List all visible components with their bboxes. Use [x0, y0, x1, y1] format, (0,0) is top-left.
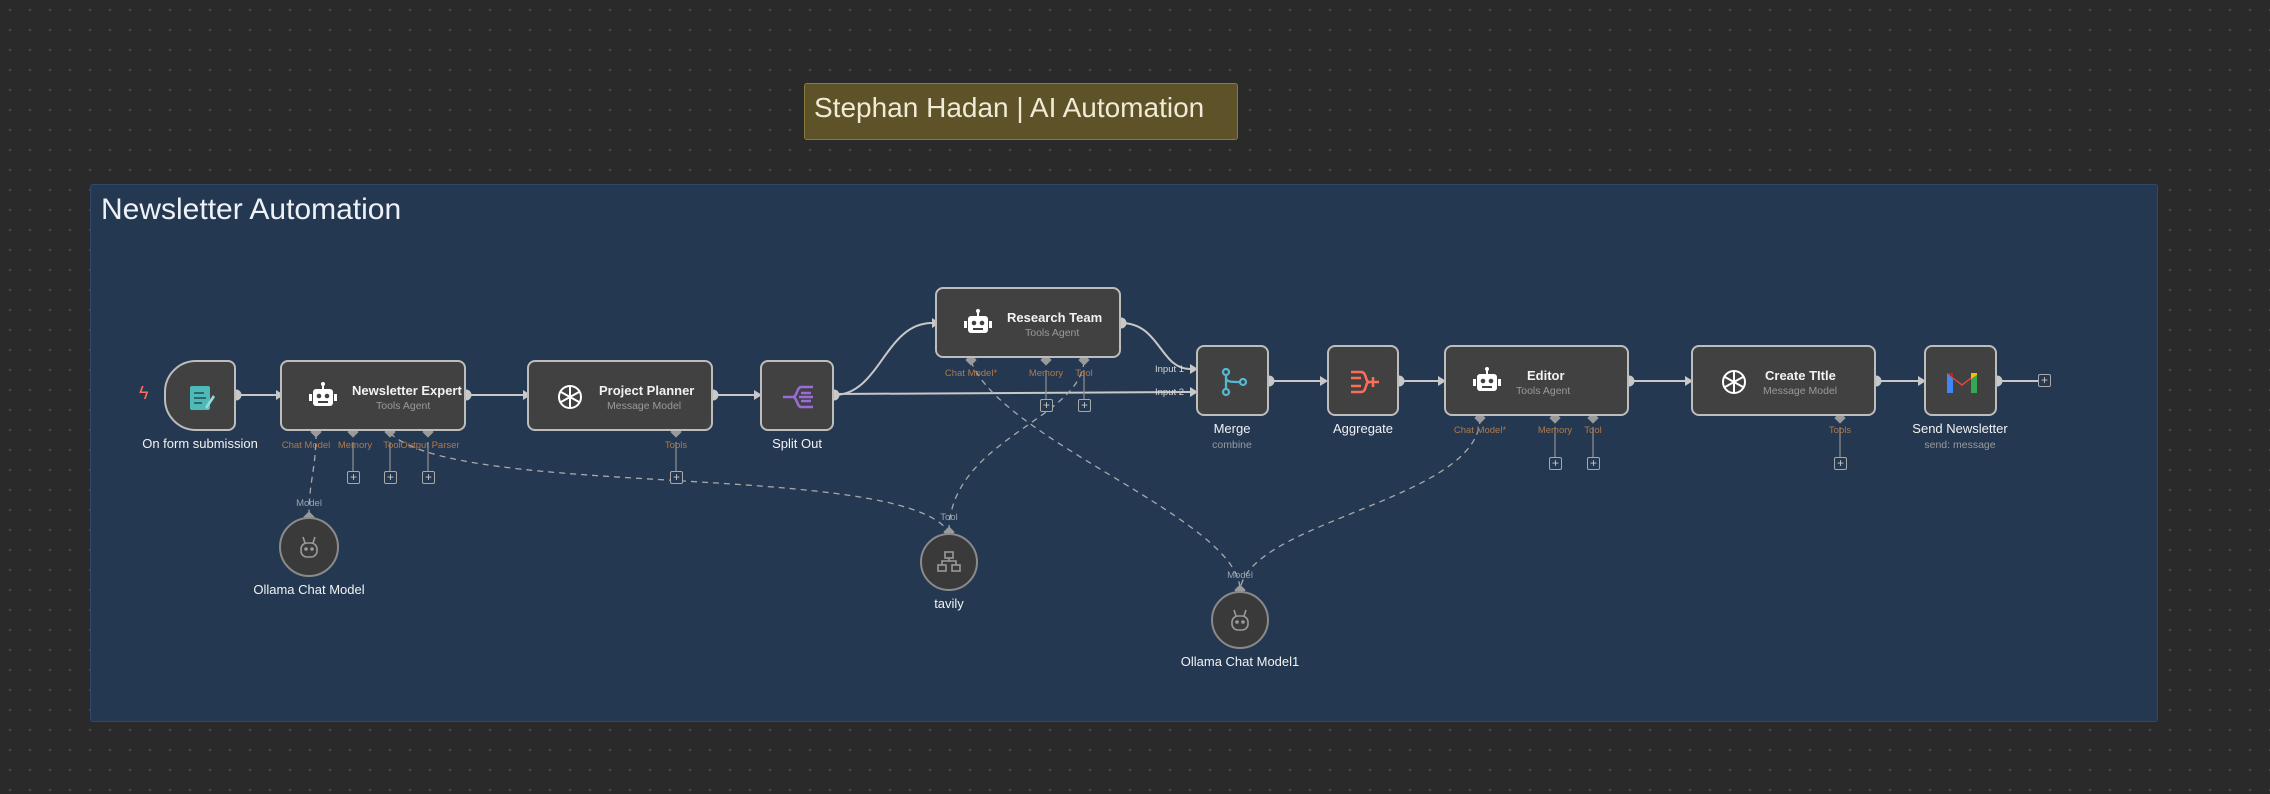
- node-subtitle: Tools Agent: [376, 400, 431, 412]
- group-title: Newsletter Automation: [101, 193, 402, 226]
- node-aggregate[interactable]: [1327, 345, 1399, 416]
- edge-tavily-expert: [389, 432, 950, 533]
- sticky-note-title: Stephan Hadan | AI Automation: [814, 92, 1205, 123]
- port-tools: Tools: [1828, 425, 1852, 436]
- port-model: Model: [296, 498, 322, 509]
- robot-icon: [306, 380, 340, 414]
- node-name: Newsletter Expert: [352, 383, 462, 398]
- port-tool: Tool: [383, 440, 401, 451]
- node-send-newsletter[interactable]: [1924, 345, 1997, 416]
- node-on-form-submission[interactable]: [164, 360, 236, 431]
- edge-split-research: [833, 322, 933, 396]
- port-memory: Memory: [337, 440, 373, 451]
- label-aggregate: Aggregate: [1333, 421, 1393, 436]
- node-split-out[interactable]: [760, 360, 834, 431]
- node-tavily[interactable]: [920, 533, 978, 591]
- add-tool-button[interactable]: +: [1078, 399, 1091, 412]
- port-tool-input: Tool: [940, 512, 958, 523]
- label-tavily: tavily: [934, 596, 964, 611]
- port-tool: Tool: [1075, 368, 1093, 379]
- gmail-icon: [1943, 365, 1981, 399]
- port-chat-model: Chat Model: [281, 440, 331, 451]
- port-memory: Memory: [1537, 425, 1573, 436]
- port-tool: Tool: [1584, 425, 1602, 436]
- node-ollama-chat-model[interactable]: [279, 517, 339, 577]
- port-chat-model: Chat Model*: [944, 368, 998, 379]
- node-merge[interactable]: [1196, 345, 1269, 416]
- node-subtitle: Message Model: [1763, 385, 1838, 397]
- tool-icon: [935, 548, 963, 576]
- node-project-planner[interactable]: Project Planner Message Model: [527, 360, 713, 431]
- edge-research-merge: [1120, 322, 1191, 370]
- node-newsletter-expert[interactable]: Newsletter Expert Tools Agent: [280, 360, 466, 431]
- add-tools-button[interactable]: +: [670, 471, 683, 484]
- add-memory-button[interactable]: +: [347, 471, 360, 484]
- robot-icon: [1470, 365, 1504, 399]
- openai-icon: [1717, 365, 1751, 399]
- label-send-newsletter: Send Newsletter send: message: [1912, 421, 2008, 451]
- node-name: Project Planner: [599, 383, 695, 398]
- edge-tavily-research: [948, 360, 1085, 533]
- group-frame[interactable]: Newsletter Automation: [90, 184, 2158, 722]
- trigger-bolt-icon: ϟ: [139, 383, 149, 403]
- add-memory-button[interactable]: +: [1549, 457, 1562, 470]
- node-ollama-chat-model1[interactable]: [1211, 591, 1269, 649]
- ollama-icon: [295, 533, 323, 561]
- node-subtitle: Message Model: [607, 400, 682, 412]
- add-tool-button[interactable]: +: [384, 471, 397, 484]
- node-editor[interactable]: Editor Tools Agent: [1444, 345, 1629, 416]
- robot-icon: [961, 307, 995, 341]
- add-memory-button[interactable]: +: [1040, 399, 1053, 412]
- node-name: Editor: [1527, 368, 1565, 383]
- merge-icon: [1216, 364, 1252, 400]
- ollama-icon: [1226, 606, 1254, 634]
- label-on-form-submission: On form submission: [142, 436, 258, 451]
- label-merge: Merge combine: [1212, 421, 1252, 451]
- node-name: Research Team: [1007, 310, 1103, 325]
- port-model: Model: [1227, 570, 1253, 581]
- openai-icon: [553, 380, 587, 414]
- add-tools-button[interactable]: +: [1834, 457, 1847, 470]
- edge-ollama2-research: [970, 360, 1241, 591]
- port-memory: Memory: [1028, 368, 1064, 379]
- edge-split-merge: [833, 391, 1191, 395]
- port-tools: Tools: [664, 440, 688, 451]
- add-node-button[interactable]: +: [2038, 374, 2051, 387]
- label-ollama-chat-model: Ollama Chat Model: [253, 582, 365, 597]
- aggregate-icon: [1346, 364, 1382, 400]
- port-input-2: Input 2: [1155, 387, 1185, 398]
- node-subtitle: Tools Agent: [1025, 327, 1080, 339]
- node-research-team[interactable]: Research Team Tools Agent: [935, 287, 1121, 358]
- label-split-out: Split Out: [772, 436, 822, 451]
- sticky-note[interactable]: Stephan Hadan | AI Automation: [804, 83, 1238, 140]
- node-name: Create TItle: [1765, 368, 1836, 383]
- node-subtitle: Tools Agent: [1516, 385, 1571, 397]
- port-output-parser: Output Parser: [400, 440, 460, 451]
- label-ollama-chat-model1: Ollama Chat Model1: [1180, 654, 1300, 669]
- add-output-parser-button[interactable]: +: [422, 471, 435, 484]
- split-icon: [780, 379, 816, 415]
- edge-ollama2-editor: [1239, 417, 1481, 591]
- add-tool-button[interactable]: +: [1587, 457, 1600, 470]
- node-create-title[interactable]: Create TItle Message Model: [1691, 345, 1876, 416]
- port-input-1: Input 1: [1155, 364, 1185, 375]
- port-chat-model: Chat Model*: [1453, 425, 1507, 436]
- form-icon: [181, 377, 221, 417]
